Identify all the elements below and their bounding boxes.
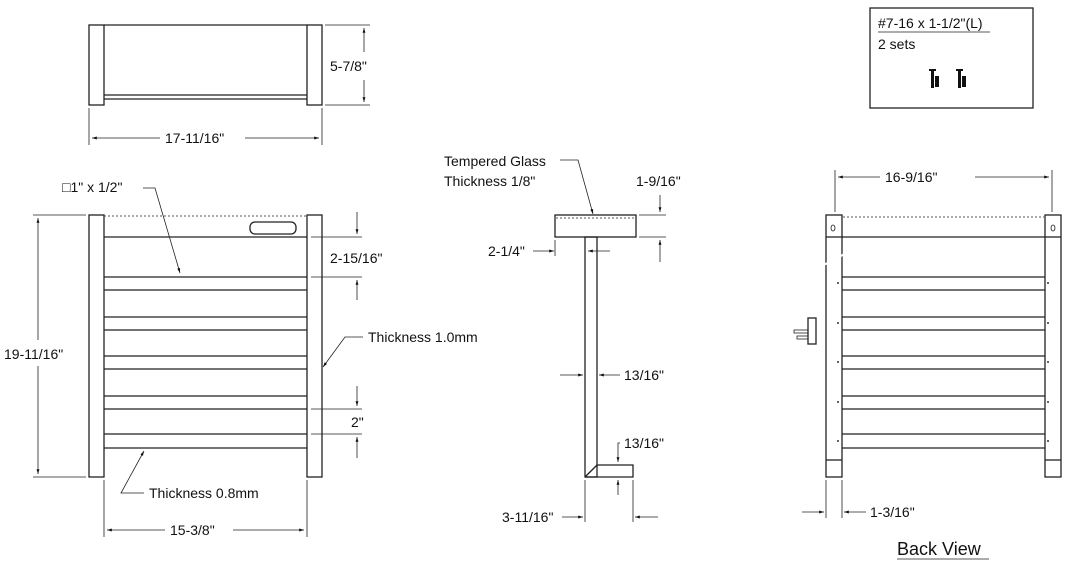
- top-spacing-dimension: 2-15/16": [330, 250, 382, 266]
- top-view: 5-7/8" 17-11/16": [88, 24, 370, 146]
- hardware-box: #7-16 x 1-1/2"(L) 2 sets: [869, 7, 1034, 109]
- glass-label-line1: Tempered Glass: [444, 153, 546, 169]
- top-depth-dimension: 5-7/8": [330, 58, 367, 74]
- power-cord-plug-icon: [793, 237, 854, 345]
- bar-spacing-dimension: 2": [351, 414, 364, 430]
- inner-width-dimension: 15-3/8": [170, 522, 215, 538]
- front-height-dimension: 19-11/16": [4, 346, 63, 362]
- top-width-dimension: 17-11/16": [165, 130, 224, 146]
- front-view: 19-11/16" □1" x 1/2" 2-15/16" Thickness …: [4, 179, 478, 538]
- screw-quantity: 2 sets: [878, 36, 915, 52]
- screw-spec: #7-16 x 1-1/2"(L): [878, 15, 983, 31]
- back-view-title: Back View: [897, 539, 982, 559]
- back-width-dimension: 16-9/16": [885, 169, 937, 185]
- shelf-offset-dimension: 2-1/4": [488, 243, 525, 259]
- foot-length-dimension: 3-11/16": [502, 509, 553, 525]
- screw-icon: [929, 69, 966, 88]
- tube-size-label: □1" x 1/2": [62, 179, 122, 195]
- post-width-dimension: 13/16": [624, 367, 664, 383]
- foot-height-dimension: 13/16": [624, 435, 664, 451]
- back-post-width-dimension: 1-3/16": [870, 504, 915, 520]
- glass-label-line2: Thickness 1/8": [444, 173, 535, 189]
- frame-thickness-label: Thickness 1.0mm: [368, 329, 478, 345]
- back-view: 16-9/16" 1-3/16" Back View: [793, 169, 1062, 560]
- shelf-height-dimension: 1-9/16": [636, 173, 681, 189]
- bar-thickness-label: Thickness 0.8mm: [149, 485, 259, 501]
- side-view: Tempered Glass Thickness 1/8" 1-9/16" 2-…: [444, 153, 681, 525]
